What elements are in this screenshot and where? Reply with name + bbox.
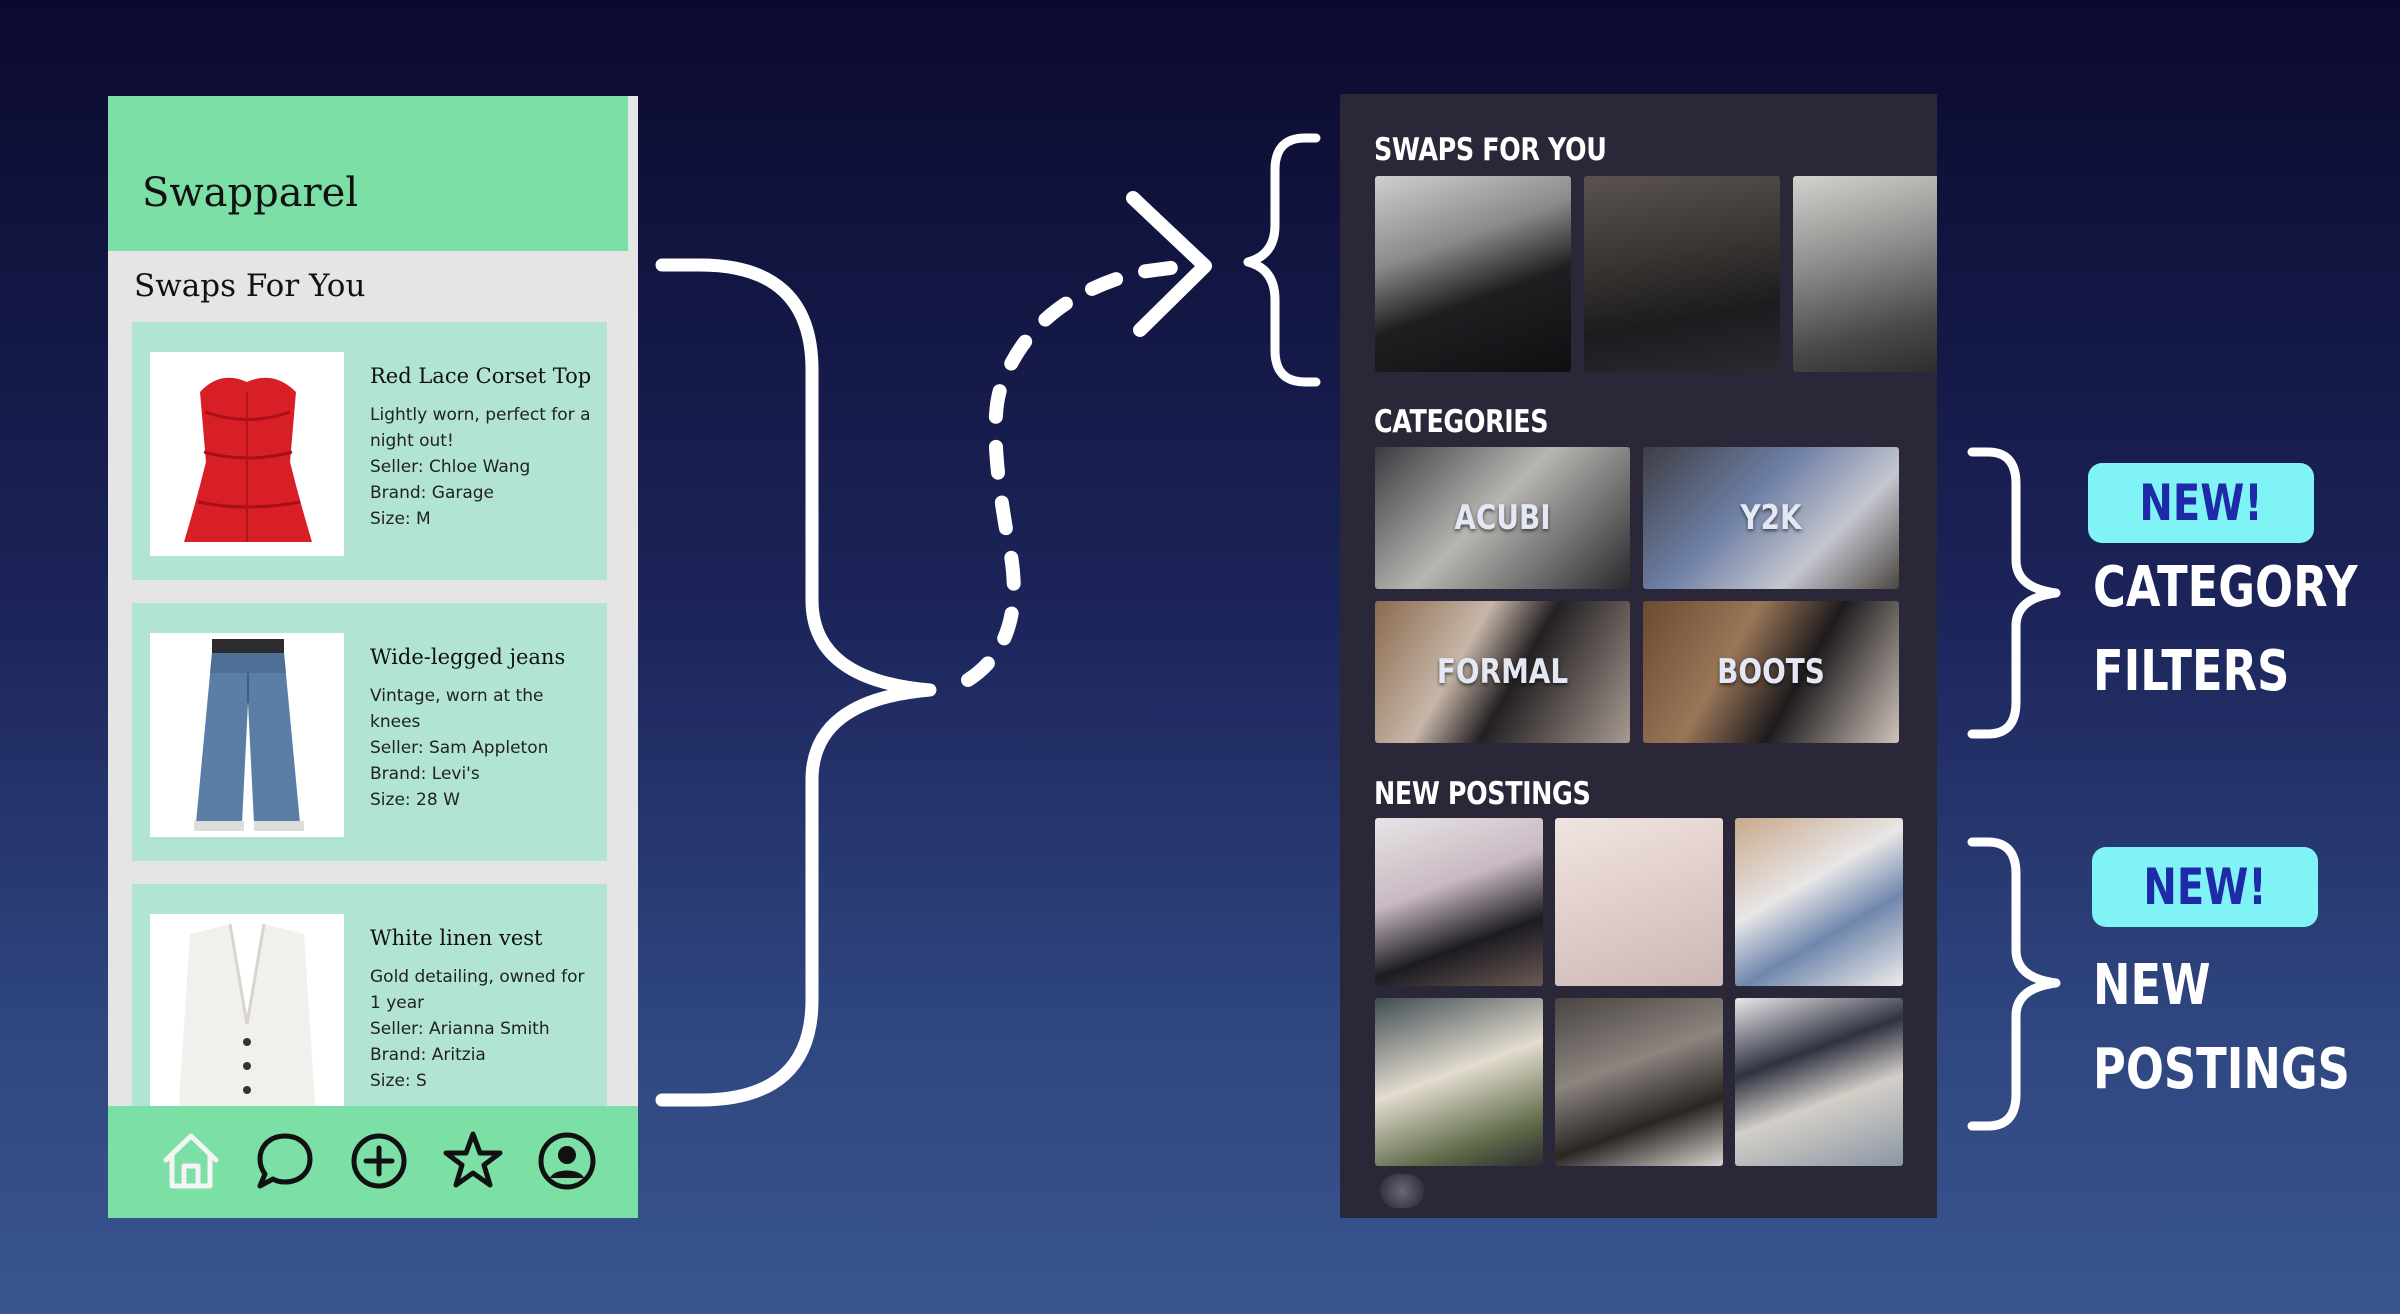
posting-photo[interactable] [1555, 998, 1723, 1166]
listing-size: Size: 28 W [370, 790, 460, 810]
swap-photo[interactable] [1375, 176, 1571, 372]
listing-brand: Brand: Aritzia [370, 1045, 486, 1065]
listing-details: Gold detailing, owned for 1 year Seller:… [370, 964, 595, 1094]
listing-name: Red Lace Corset Top [370, 364, 592, 388]
new-badge-text: NEW! [2139, 474, 2263, 532]
old-app-screen: Swapparel Swaps For You Red Lace Corset … [108, 96, 638, 1218]
new-badge: NEW! [2092, 847, 2318, 927]
listing-size: Size: S [370, 1071, 427, 1091]
listing-description: Lightly worn, perfect for a night out! [370, 405, 591, 451]
category-label: BOOTS [1717, 652, 1825, 692]
listing-image [150, 633, 344, 837]
new-app-screen: SWAPS FOR YOU CATEGORIES ACUBI Y2K FORMA… [1340, 94, 1937, 1218]
category-tile-formal[interactable]: FORMAL [1375, 601, 1630, 743]
category-tile-acubi[interactable]: ACUBI [1375, 447, 1630, 589]
new-badge-text: NEW! [2143, 858, 2267, 916]
category-tile-boots[interactable]: BOOTS [1643, 601, 1899, 743]
app-title: Swapparel [142, 170, 359, 216]
posting-photo[interactable] [1735, 998, 1903, 1166]
listing-brand: Brand: Levi's [370, 764, 480, 784]
listing-details: Vintage, worn at the knees Seller: Sam A… [370, 683, 595, 813]
posting-photo[interactable] [1555, 818, 1723, 986]
listing-image [150, 352, 344, 556]
listing-card[interactable]: Red Lace Corset Top Lightly worn, perfec… [132, 322, 607, 580]
swaps-brace [1243, 133, 1321, 387]
listing-card[interactable]: White linen vest Gold detailing, owned f… [132, 884, 607, 1142]
postings-brace [1967, 837, 2061, 1131]
category-filters-label-line1: CATEGORY [2093, 555, 2358, 620]
new-postings-heading: NEW POSTINGS [1374, 776, 1591, 812]
posting-photo[interactable] [1735, 818, 1903, 986]
arrow-head [1126, 191, 1212, 337]
new-postings-label-line2: POSTINGS [2093, 1037, 2350, 1102]
swaps-for-you-heading: SWAPS FOR YOU [1374, 132, 1607, 168]
app-header: Swapparel [108, 96, 628, 251]
listing-seller: Seller: Arianna Smith [370, 1019, 550, 1039]
profile-icon[interactable] [534, 1128, 600, 1194]
swap-photo[interactable] [1793, 176, 1937, 372]
posting-photo[interactable] [1375, 818, 1543, 986]
category-label: ACUBI [1454, 498, 1551, 538]
large-brace [655, 258, 937, 1107]
listing-image [150, 914, 344, 1118]
new-postings-label-line1: NEW [2093, 953, 2211, 1018]
listing-brand: Brand: Garage [370, 483, 495, 503]
listing-details: Lightly worn, perfect for a night out! S… [370, 402, 595, 532]
category-filters-label-line2: FILTERS [2093, 639, 2290, 704]
swap-photo[interactable] [1584, 176, 1780, 372]
add-icon[interactable] [346, 1128, 412, 1194]
category-label: FORMAL [1436, 652, 1569, 692]
listing-card[interactable]: Wide-legged jeans Vintage, worn at the k… [132, 603, 607, 861]
listing-seller: Seller: Chloe Wang [370, 457, 531, 477]
listing-size: Size: M [370, 509, 431, 529]
home-icon[interactable] [158, 1128, 224, 1194]
listing-name: Wide-legged jeans [370, 645, 566, 669]
bottom-nav [108, 1106, 638, 1218]
dashed-arrow [961, 259, 1192, 687]
category-tile-y2k[interactable]: Y2K [1643, 447, 1899, 589]
categories-heading: CATEGORIES [1374, 404, 1549, 440]
listing-description: Gold detailing, owned for 1 year [370, 967, 585, 1013]
new-badge: NEW! [2088, 463, 2314, 543]
chat-icon[interactable] [252, 1128, 318, 1194]
listing-seller: Seller: Sam Appleton [370, 738, 549, 758]
category-label: Y2K [1740, 498, 1802, 538]
section-title: Swaps For You [134, 268, 366, 304]
listing-name: White linen vest [370, 926, 543, 950]
star-icon[interactable] [440, 1128, 506, 1194]
blurred-icon [1380, 1174, 1424, 1208]
posting-photo[interactable] [1375, 998, 1543, 1166]
category-brace [1967, 447, 2061, 739]
listing-description: Vintage, worn at the knees [370, 686, 544, 732]
